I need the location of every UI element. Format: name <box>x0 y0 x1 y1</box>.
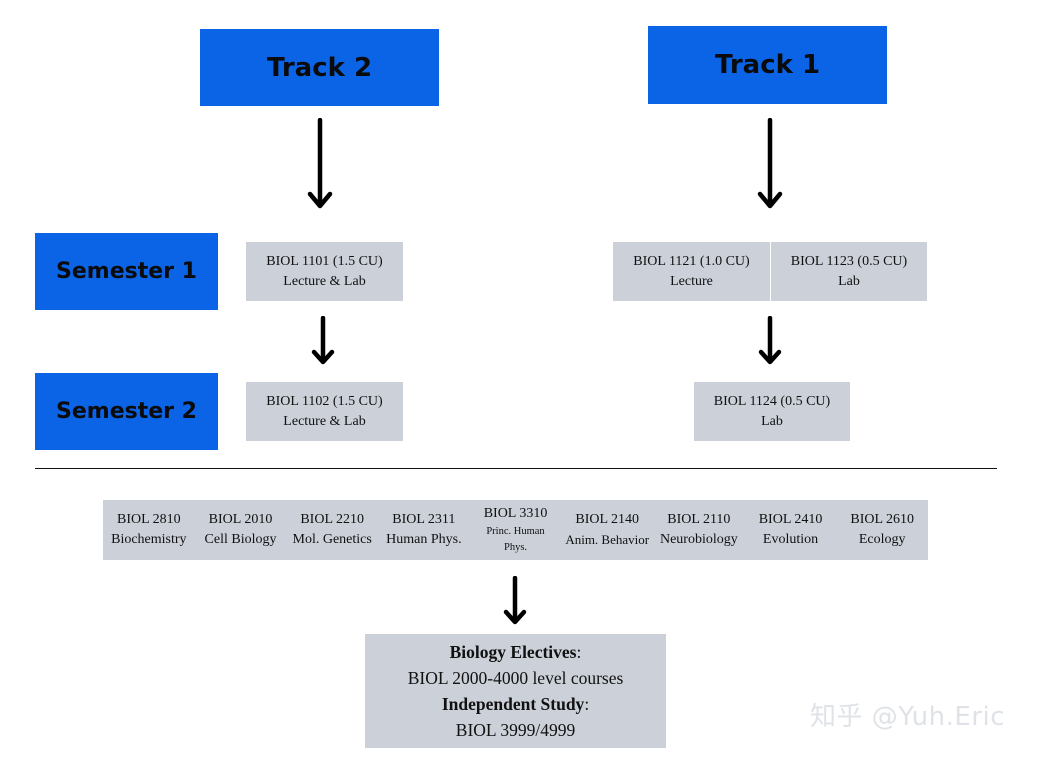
course-name: Cell Biology <box>204 532 277 547</box>
electives-box: Biology Electives: BIOL 2000-4000 level … <box>365 634 666 748</box>
semester-2-label: Semester 2 <box>56 399 197 424</box>
core-course: BIOL 2311 Human Phys. <box>378 500 470 560</box>
semester-1-label-box: Semester 1 <box>35 233 218 310</box>
course-biol-1124: BIOL 1124 (0.5 CU) Lab <box>694 382 850 441</box>
course-code: BIOL 1101 (1.5 CU) <box>266 253 383 269</box>
track-1-header: Track 1 <box>648 26 887 104</box>
course-code: BIOL 2410 <box>758 512 823 527</box>
arrow-down-icon <box>307 118 333 209</box>
electives-title: Biology Electives <box>449 642 577 662</box>
track-1-label: Track 1 <box>714 50 821 80</box>
course-code: BIOL 1121 (1.0 CU) <box>633 253 750 269</box>
course-biol-1123: BIOL 1123 (0.5 CU) Lab <box>771 242 927 301</box>
course-biol-1121: BIOL 1121 (1.0 CU) Lecture <box>613 242 770 301</box>
course-code: BIOL 3310 <box>483 506 548 521</box>
core-course: BIOL 2610 Ecology <box>836 500 928 560</box>
semester-2-label-box: Semester 2 <box>35 373 218 450</box>
independent-study-courses: BIOL 3999/4999 <box>455 720 576 740</box>
track-2-header: Track 2 <box>200 29 439 106</box>
arrow-down-icon <box>757 118 783 209</box>
course-code: BIOL 2140 <box>575 512 640 527</box>
core-courses-row: BIOL 2810 Biochemistry BIOL 2010 Cell Bi… <box>103 500 928 560</box>
course-name: Anim. Behavior <box>565 532 650 547</box>
core-course: BIOL 2010 Cell Biology <box>195 500 287 560</box>
independent-study-title: Independent Study <box>441 694 585 714</box>
course-name: Mol. Genetics <box>292 532 372 547</box>
course-biol-1101: BIOL 1101 (1.5 CU) Lecture & Lab <box>246 242 403 301</box>
electives-heading: Biology Electives: <box>365 639 666 665</box>
course-code: BIOL 2210 <box>300 512 364 527</box>
course-code: BIOL 2311 <box>392 512 456 527</box>
course-name: Evolution <box>762 532 819 547</box>
course-name: Human Phys. <box>386 532 462 547</box>
course-desc: Lecture <box>670 273 713 289</box>
course-desc: Lab <box>761 413 783 429</box>
core-course: BIOL 2410 Evolution <box>745 500 837 560</box>
colon: : <box>584 694 590 714</box>
course-code: BIOL 2810 <box>117 512 181 527</box>
course-code: BIOL 2010 <box>208 512 273 527</box>
watermark: 知乎 @Yuh.Eric <box>810 702 1006 732</box>
core-course: BIOL 2210 Mol. Genetics <box>286 500 378 560</box>
course-desc: Lecture & Lab <box>283 273 366 289</box>
course-name: Ecology <box>858 532 906 547</box>
independent-study-heading: Independent Study: <box>365 691 666 717</box>
course-code: BIOL 2110 <box>667 512 731 527</box>
core-course: BIOL 2810 Biochemistry <box>103 500 195 560</box>
core-course: BIOL 3310 Princ. Human Phys. <box>470 500 562 560</box>
track-2-label: Track 2 <box>266 52 373 83</box>
course-biol-1102: BIOL 1102 (1.5 CU) Lecture & Lab <box>246 382 403 441</box>
course-name: Biochemistry <box>111 532 187 547</box>
arrow-down-icon <box>503 576 527 625</box>
course-code: BIOL 1124 (0.5 CU) <box>713 393 831 409</box>
course-desc: Lab <box>838 273 860 289</box>
core-course: BIOL 2110 Neurobiology <box>653 500 745 560</box>
semester-1-label: Semester 1 <box>56 259 197 284</box>
core-course: BIOL 2140 Anim. Behavior <box>561 500 653 560</box>
course-name: Princ. Human Phys. <box>486 526 545 553</box>
section-divider <box>35 468 997 469</box>
arrow-down-icon <box>311 316 335 365</box>
course-code: BIOL 2610 <box>850 512 915 527</box>
course-name: Neurobiology <box>659 532 738 547</box>
colon: : <box>576 642 582 662</box>
course-code: BIOL 1123 (0.5 CU) <box>790 253 908 269</box>
course-code: BIOL 1102 (1.5 CU) <box>266 393 383 409</box>
electives-level: BIOL 2000-4000 level courses <box>407 668 624 688</box>
arrow-down-icon <box>758 316 782 365</box>
course-desc: Lecture & Lab <box>283 413 366 429</box>
